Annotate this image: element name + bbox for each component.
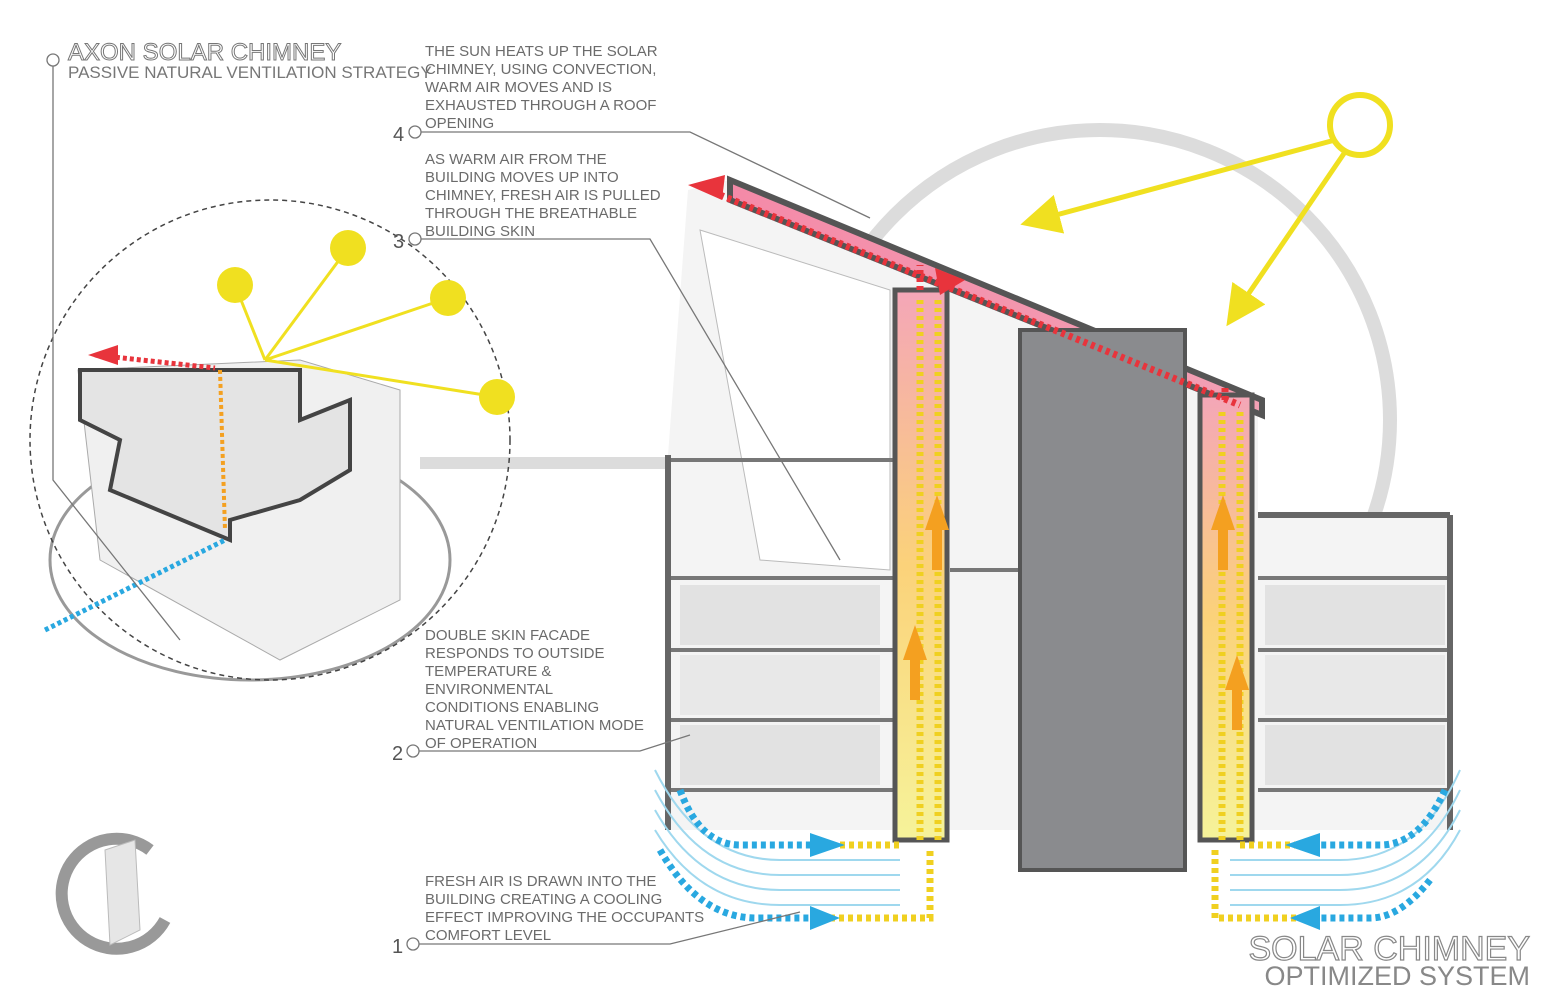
callout-1-text: FRESH AIR IS DRAWN INTO THE BUILDING CRE…: [425, 873, 708, 944]
callout-2-text: DOUBLE SKIN FACADE RESPONDS TO OUTSIDE T…: [425, 627, 648, 752]
callout-number: 2: [392, 743, 403, 765]
footer-subtitle: OPTIMIZED SYSTEM: [1264, 961, 1530, 991]
sun-ray: [1020, 137, 1336, 234]
tower-logo: [55, 832, 171, 955]
sun-position-icon: [330, 230, 366, 266]
sun-ray: [1226, 150, 1348, 327]
sun-icon: [1327, 92, 1393, 158]
axon-title: AXON SOLAR CHIMNEY: [68, 39, 341, 66]
sun-position-icon: [479, 379, 515, 415]
fresh-air-arrows: [810, 833, 1320, 930]
exhaust-arrow: [688, 175, 725, 200]
building-core: [1018, 328, 1187, 872]
axon-diagram: [29, 199, 515, 682]
warm-air-arrow: [935, 268, 965, 295]
fresh-air-flow: [654, 769, 1461, 922]
axon-subtitle: PASSIVE NATURAL VENTILATION STRATEGY: [68, 63, 432, 82]
sun-position-icon: [217, 267, 253, 303]
callout-number: 4: [393, 124, 404, 146]
callout-number: 3: [393, 231, 404, 253]
callout-4-text: THE SUN HEATS UP THE SOLAR CHIMNEY, USIN…: [425, 43, 662, 132]
callout-3-text: AS WARM AIR FROM THE BUILDING MOVES UP I…: [425, 151, 665, 240]
footer-title: SOLAR CHIMNEY: [1249, 930, 1531, 968]
rising-air-arrows: [903, 495, 1249, 730]
solar-chimney-right: [1197, 392, 1255, 843]
hot-air-flow: [718, 191, 1244, 840]
building-section: [665, 175, 1453, 872]
sun-position-icon: [430, 280, 466, 316]
leader-lines: [46, 53, 871, 951]
callout-number: 1: [392, 936, 403, 958]
